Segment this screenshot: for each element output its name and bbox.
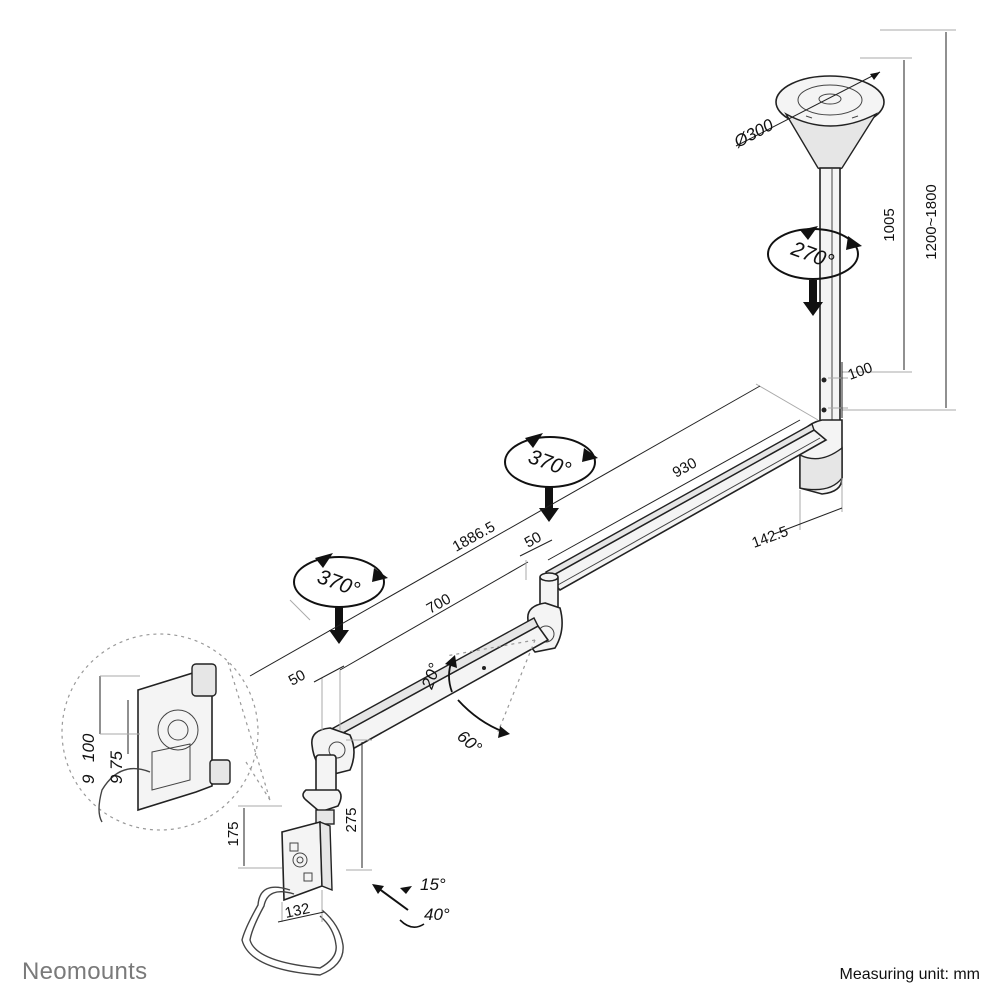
offset-front-label: 50 [286, 667, 309, 690]
rotation-symbol-middle: 370° [504, 433, 598, 522]
detail-height-b-label: 75 [107, 751, 126, 770]
diameter-label: Ø300 [730, 115, 777, 152]
vesa-height-label: 175 [225, 821, 242, 846]
dimension-vesa-height: 175 [225, 805, 282, 869]
arm-930-label: 930 [670, 454, 700, 481]
rotation-label-front: 370° [314, 565, 363, 601]
dimension-joint-offset-front: 50 [286, 665, 345, 730]
total-height-label: 1200~1800 [923, 184, 940, 260]
dimension-drop: 275 [343, 739, 372, 871]
detail-prefix-b: 9 [107, 774, 126, 784]
rotation-symbol-front: 370° [293, 553, 388, 644]
measuring-unit: Measuring unit: mm [839, 966, 981, 983]
adjust-label: 100 [846, 359, 875, 384]
down-arrow-icon [539, 487, 559, 522]
dimension-total-height: 1200~1800 [842, 29, 956, 411]
arm-700-label: 700 [424, 590, 454, 617]
swivel-indicator: 15° 40° [372, 875, 450, 928]
vesa-width-label: 132 [283, 900, 311, 922]
pole-length-label: 1005 [881, 208, 898, 241]
arm-total-label: 1886.5 [450, 518, 498, 555]
drop-label: 275 [343, 807, 360, 832]
dimension-arm-total: 1886.5 [249, 385, 761, 677]
rotate-label: 40° [424, 905, 450, 924]
offset-middle-label: 50 [522, 529, 545, 552]
cable-loop-inner [249, 891, 337, 969]
dimension-vesa-width: 132 [277, 890, 325, 923]
pole-offset-label: 142.5 [750, 523, 791, 552]
ceiling-plate [775, 75, 885, 172]
tilt-down-label: 60° [453, 727, 485, 758]
cable-loop [241, 886, 344, 976]
vesa-plate [281, 820, 333, 902]
detail-height-a-label: 100 [79, 733, 98, 762]
rotation-symbol-ceiling: 270° [767, 226, 862, 316]
detail-callout [61, 633, 271, 831]
rotation-label-middle: 370° [525, 445, 574, 481]
brand-logo: Neomounts [22, 958, 148, 985]
dimension-detail: 9 100 9 75 [79, 675, 140, 784]
tilt-head [302, 789, 342, 825]
down-arrow-icon [803, 280, 823, 316]
swivel-label: 15° [420, 875, 446, 894]
dimension-pole: 1005 [842, 57, 912, 373]
pole [819, 167, 841, 424]
detail-prefix-a: 9 [79, 774, 98, 784]
long-arm [545, 422, 828, 591]
dimension-joint-offset-middle: 50 [519, 529, 553, 580]
